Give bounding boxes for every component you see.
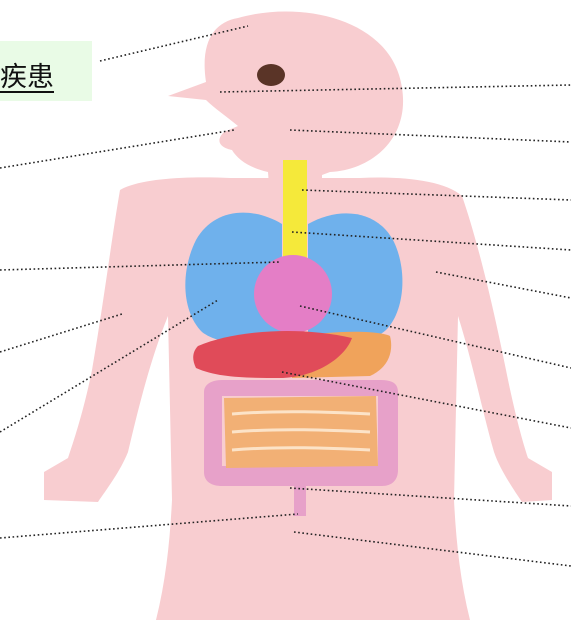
diagram-title: 疾患 (0, 55, 54, 94)
heart (254, 255, 332, 333)
title-box: 疾患 (0, 41, 92, 101)
leader-line-mouth (0, 130, 234, 168)
trachea (283, 160, 307, 260)
eye-icon (257, 64, 285, 86)
